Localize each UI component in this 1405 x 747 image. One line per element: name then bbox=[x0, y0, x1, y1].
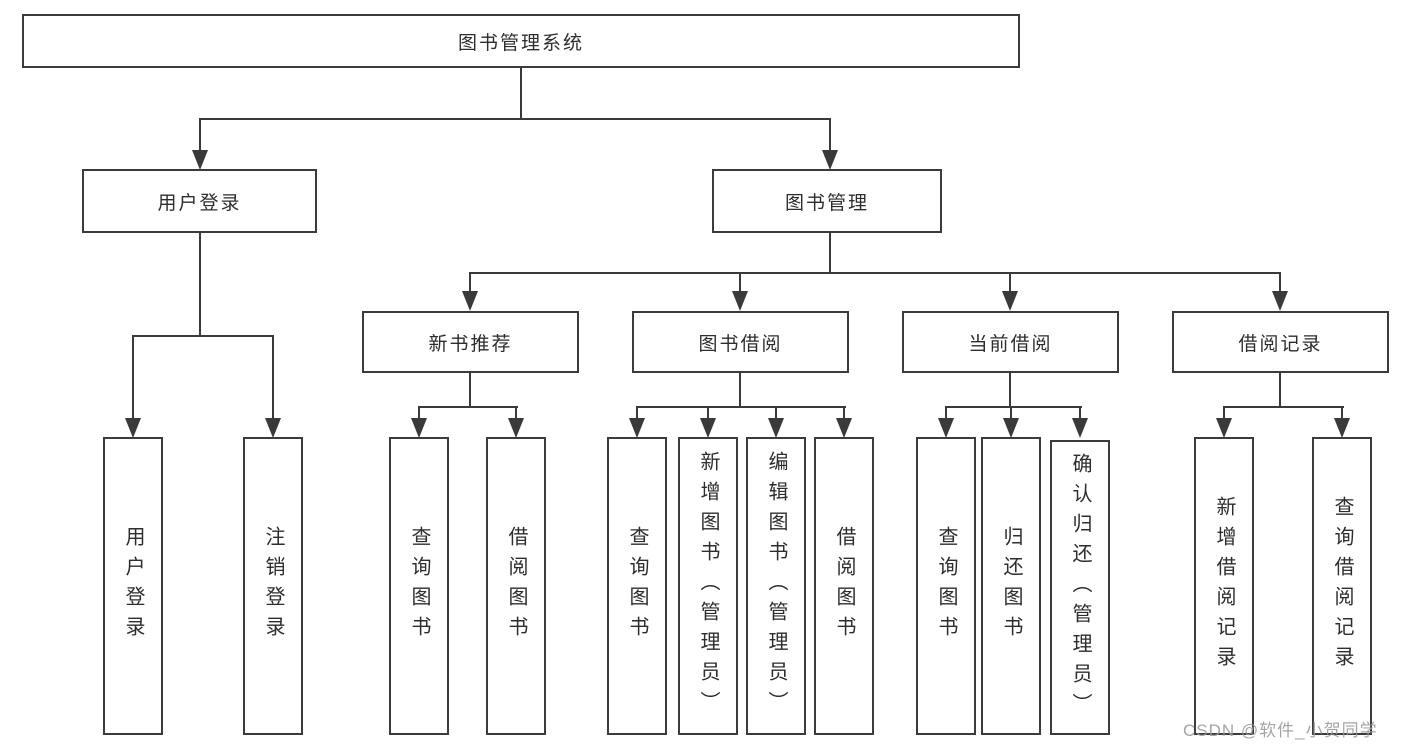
arrowhead-icon bbox=[1002, 291, 1018, 311]
node-edit-books-admin: 编辑图书（管理员） bbox=[746, 437, 806, 735]
connector-line bbox=[1223, 408, 1225, 420]
arrowhead-icon bbox=[1216, 418, 1232, 438]
arrowhead-icon bbox=[768, 418, 784, 438]
connector-line bbox=[132, 337, 134, 419]
node-user-login-leaf: 用户登录 bbox=[103, 437, 163, 735]
arrowhead-icon bbox=[1003, 418, 1019, 438]
node-book-management: 图书管理 bbox=[712, 169, 942, 233]
node-query-books-current: 查询图书 bbox=[916, 437, 976, 735]
node-borrow-books-borrowing: 借阅图书 bbox=[814, 437, 874, 735]
arrowhead-icon bbox=[629, 418, 645, 438]
connector-line bbox=[272, 337, 274, 419]
node-borrow-books-recommend: 借阅图书 bbox=[486, 437, 546, 735]
connector-line bbox=[945, 408, 947, 420]
node-query-books-borrowing: 查询图书 bbox=[607, 437, 667, 735]
node-add-borrow-record: 新增借阅记录 bbox=[1194, 437, 1254, 735]
connector-line bbox=[1279, 274, 1281, 293]
connector-line bbox=[515, 408, 517, 420]
connector-line bbox=[469, 274, 471, 293]
arrowhead-icon bbox=[265, 418, 281, 438]
node-user-login: 用户登录 bbox=[82, 169, 317, 233]
connector-line bbox=[636, 406, 846, 408]
arrowhead-icon bbox=[508, 418, 524, 438]
node-logout: 注销登录 bbox=[243, 437, 303, 735]
connector-line bbox=[1009, 274, 1011, 293]
node-current-borrowing: 当前借阅 bbox=[902, 311, 1119, 373]
arrowhead-icon bbox=[462, 291, 478, 311]
connector-line bbox=[418, 406, 518, 408]
connector-line bbox=[469, 272, 1281, 274]
connector-line bbox=[843, 408, 845, 420]
node-label: 确认归还（管理员） bbox=[1069, 452, 1091, 723]
node-label: 查询借阅记录 bbox=[1331, 496, 1353, 676]
node-label: 查询图书 bbox=[626, 526, 648, 646]
node-label: 新书推荐 bbox=[428, 333, 513, 355]
arrowhead-icon bbox=[192, 150, 208, 170]
connector-line bbox=[199, 120, 201, 151]
connector-line bbox=[829, 120, 831, 151]
watermark-text: CSDN @软件_小贺同学 bbox=[1183, 721, 1378, 740]
connector-line bbox=[1079, 408, 1081, 420]
connector-line bbox=[829, 233, 831, 274]
node-label: 新增借阅记录 bbox=[1213, 496, 1235, 676]
arrowhead-icon bbox=[732, 291, 748, 311]
arrowhead-icon bbox=[836, 418, 852, 438]
connector-line bbox=[775, 408, 777, 420]
arrowhead-icon bbox=[1334, 418, 1350, 438]
node-confirm-return-admin: 确认归还（管理员） bbox=[1050, 440, 1110, 735]
node-label: 归还图书 bbox=[1000, 526, 1022, 646]
arrowhead-icon bbox=[125, 418, 141, 438]
node-query-borrow-record: 查询借阅记录 bbox=[1312, 437, 1372, 735]
connector-line bbox=[945, 406, 1082, 408]
connector-line bbox=[1223, 406, 1344, 408]
node-label: 用户登录 bbox=[122, 526, 144, 646]
node-book-borrowing: 图书借阅 bbox=[632, 311, 849, 373]
node-borrowing-records: 借阅记录 bbox=[1172, 311, 1389, 373]
node-label: 注销登录 bbox=[262, 526, 284, 646]
node-label: 图书管理 bbox=[784, 192, 869, 214]
node-label: 借阅图书 bbox=[505, 526, 527, 646]
connector-line bbox=[520, 68, 522, 120]
node-library-management-system: 图书管理系统 bbox=[22, 14, 1020, 68]
arrowhead-icon bbox=[938, 418, 954, 438]
node-label: 用户登录 bbox=[157, 192, 242, 214]
arrowhead-icon bbox=[822, 150, 838, 170]
connector-line bbox=[1341, 408, 1343, 420]
arrowhead-icon bbox=[411, 418, 427, 438]
node-label: 图书借阅 bbox=[698, 333, 783, 355]
connector-line bbox=[199, 233, 201, 337]
connector-line bbox=[707, 408, 709, 420]
connector-line bbox=[199, 118, 831, 120]
connector-line bbox=[1009, 373, 1011, 408]
node-query-books-recommend: 查询图书 bbox=[389, 437, 449, 735]
node-label: 新增图书（管理员） bbox=[697, 451, 719, 721]
arrowhead-icon bbox=[1272, 291, 1288, 311]
arrowhead-icon bbox=[1072, 418, 1088, 438]
node-label: 图书管理系统 bbox=[457, 32, 584, 54]
connector-line bbox=[739, 274, 741, 293]
node-label: 当前借阅 bbox=[968, 333, 1053, 355]
connector-line bbox=[739, 373, 741, 408]
node-label: 借阅记录 bbox=[1238, 333, 1323, 355]
node-label: 借阅图书 bbox=[833, 526, 855, 646]
connector-line bbox=[1010, 408, 1012, 420]
connector-line bbox=[418, 408, 420, 420]
node-new-book-recommendation: 新书推荐 bbox=[362, 311, 579, 373]
node-add-books-admin: 新增图书（管理员） bbox=[678, 437, 738, 735]
connector-line bbox=[1279, 373, 1281, 408]
node-return-books: 归还图书 bbox=[981, 437, 1041, 735]
connector-line bbox=[469, 373, 471, 408]
arrowhead-icon bbox=[700, 418, 716, 438]
node-label: 查询图书 bbox=[408, 526, 430, 646]
node-label: 查询图书 bbox=[935, 526, 957, 646]
connector-line bbox=[132, 335, 274, 337]
node-label: 编辑图书（管理员） bbox=[765, 451, 787, 721]
connector-line bbox=[636, 408, 638, 420]
